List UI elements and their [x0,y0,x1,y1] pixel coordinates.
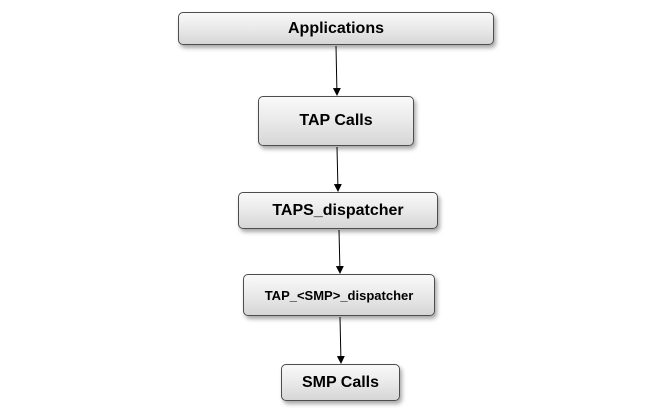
arrow-taps-dispatcher-to-tap-smp-dispatcher [335,229,344,274]
arrow-tap-smp-dispatcher-to-smp-calls [336,316,345,364]
node-tap-smp-dispatcher: TAP_<SMP>_dispatcher [243,274,435,316]
node-tap-calls: TAP Calls [258,96,414,146]
arrow-applications-to-tap-calls [332,45,341,96]
node-smp-calls: SMP Calls [281,364,400,401]
node-taps-dispatcher: TAPS_dispatcher [238,192,438,229]
node-applications: Applications [178,12,494,45]
arrow-tap-calls-to-taps-dispatcher [333,146,342,192]
